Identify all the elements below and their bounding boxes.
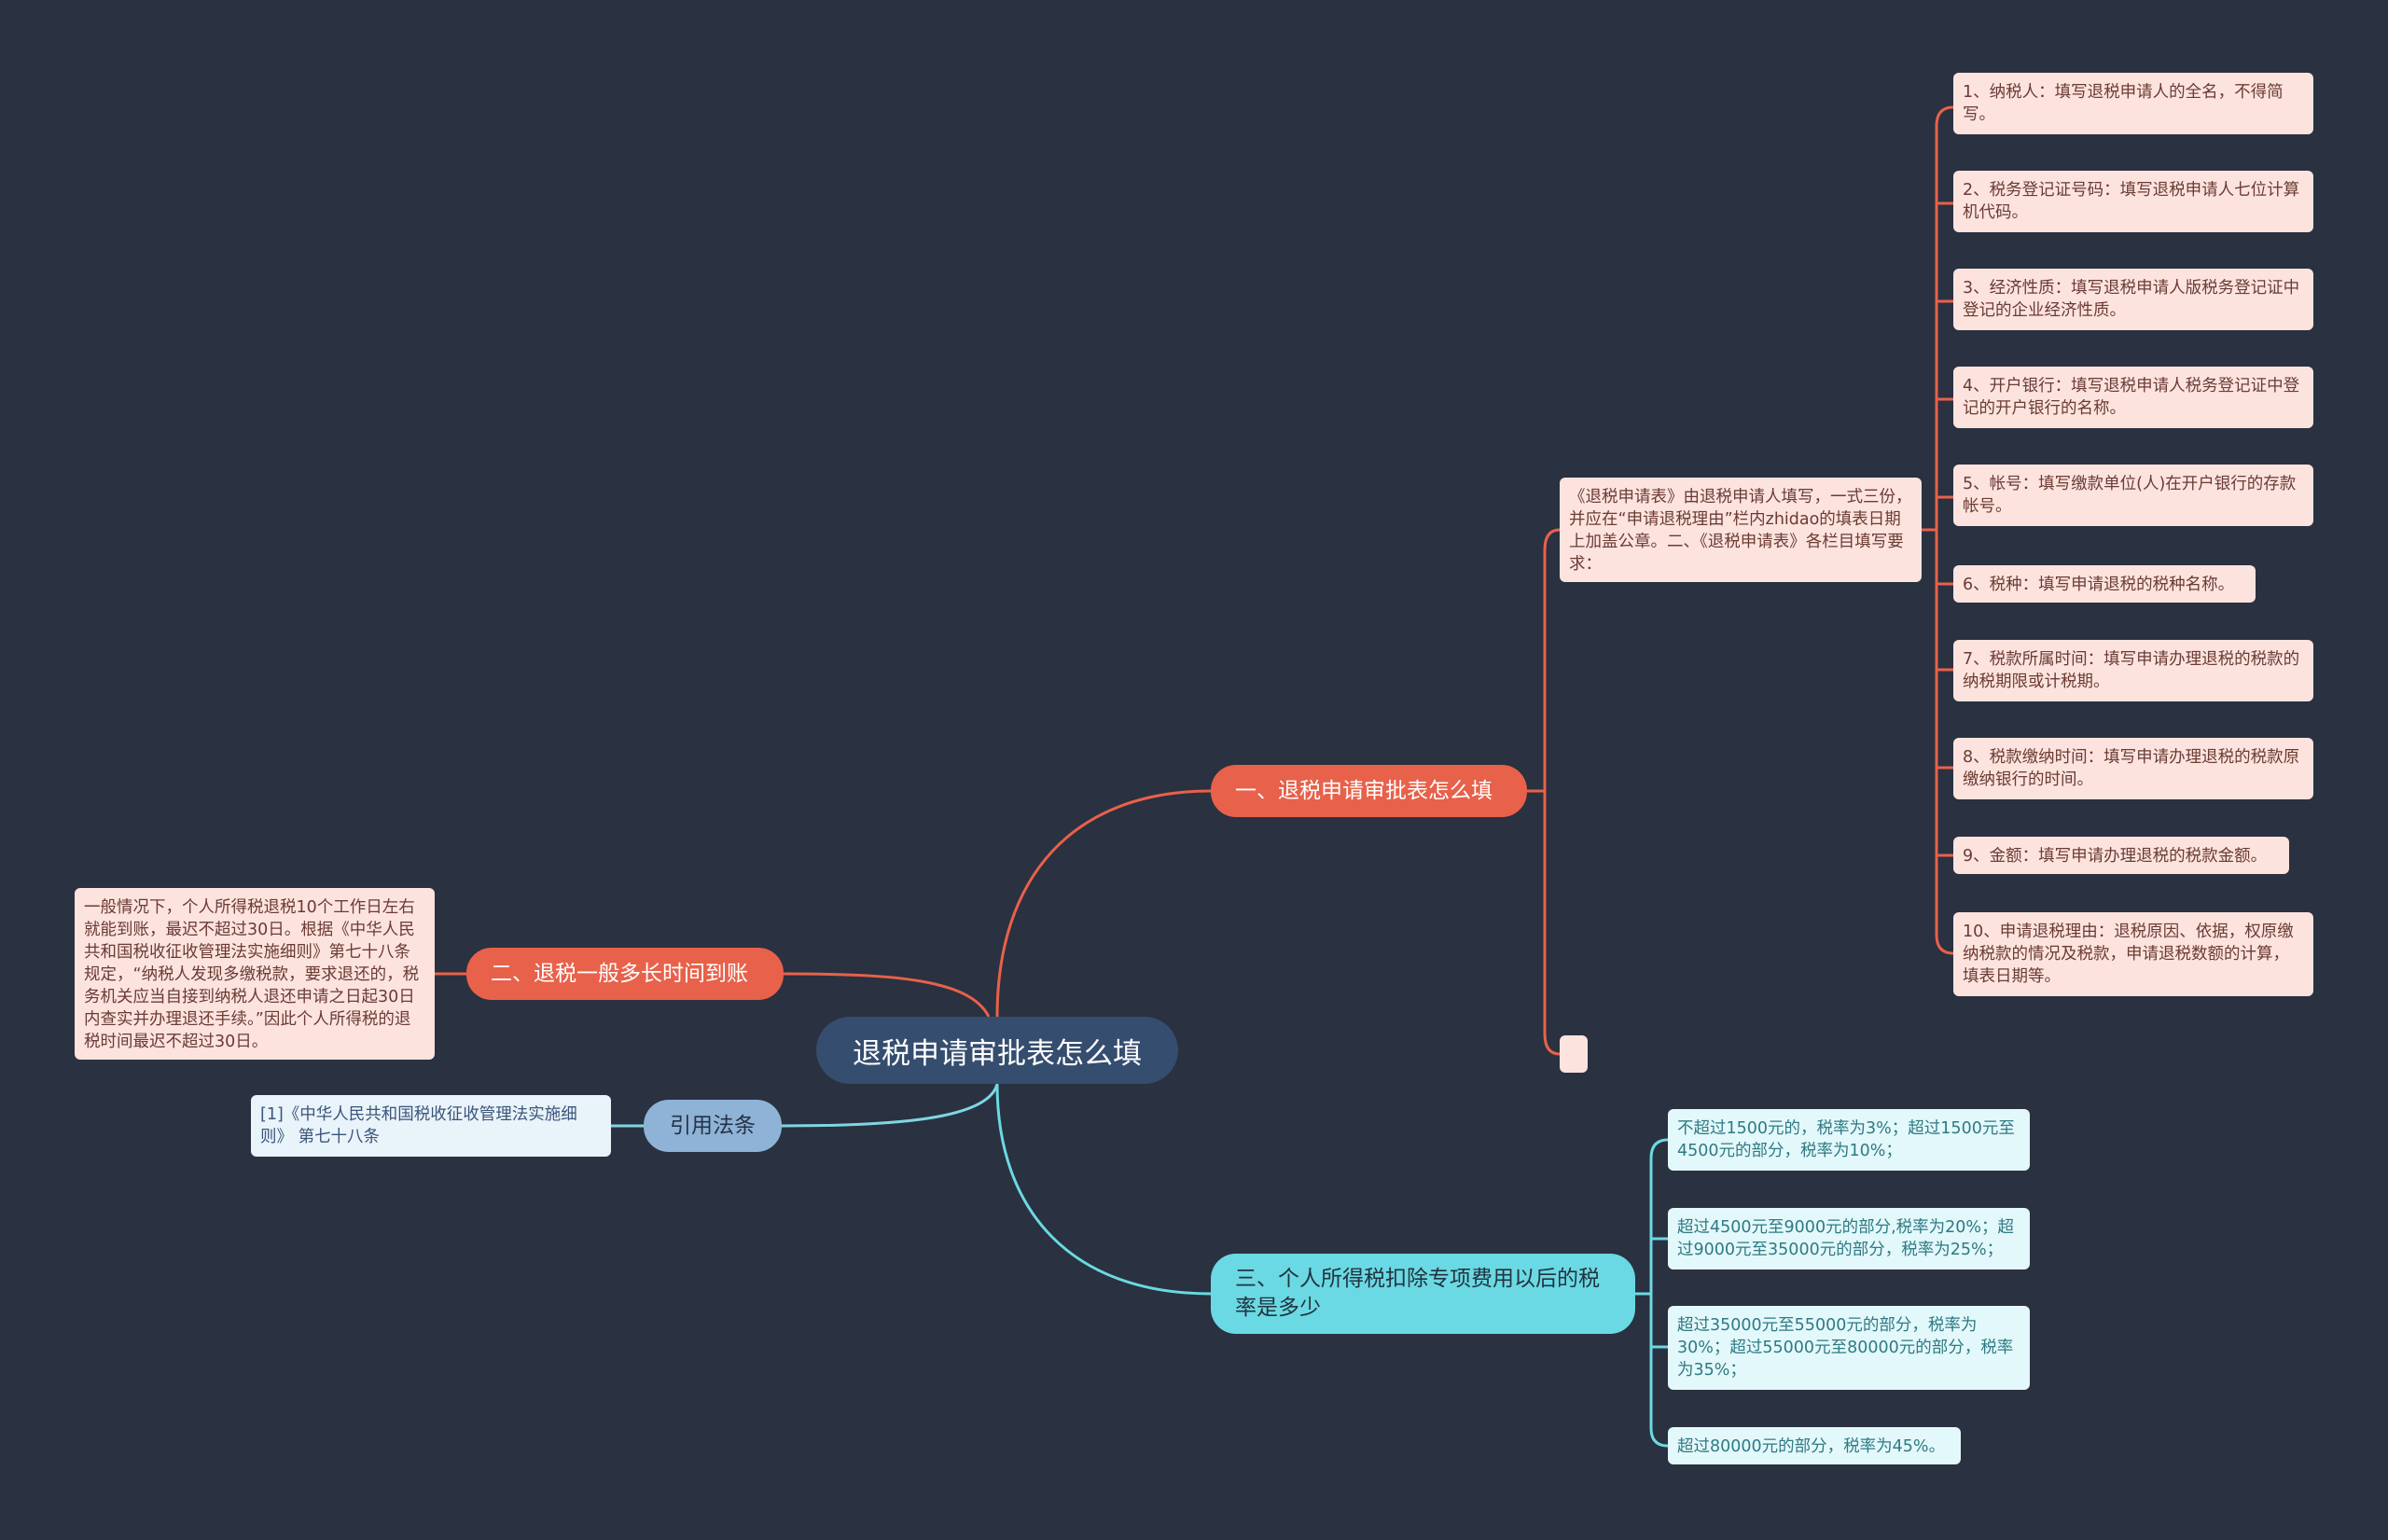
tax-rate-text: 超过80000元的部分，税率为45%。 <box>1677 1437 1946 1456</box>
link-item-1 <box>1935 105 1954 127</box>
field-item[interactable]: 9、金额：填写申请办理退税的税款金额。 <box>1953 837 2289 874</box>
field-item[interactable]: 8、税款缴纳时间：填写申请办理退税的税款原缴纳银行的时间。 <box>1953 738 2313 799</box>
refund-time-text: 一般情况下，个人所得税退税10个工作日左右就能到账，最迟不超过30日。根据《中华… <box>84 898 420 1051</box>
root-topic[interactable]: 退税申请审批表怎么填 <box>816 1017 1178 1084</box>
link-root-branch3 <box>781 1083 999 1128</box>
tax-rate-text: 超过4500元至9000元的部分,税率为20%；超过9000元至35000元的部… <box>1677 1218 2015 1259</box>
branch-tax-rate-label: 三、个人所得税扣除专项费用以后的税率是多少 <box>1235 1267 1600 1320</box>
branch-refund-time[interactable]: 二、退税一般多长时间到账 <box>466 948 784 1000</box>
field-item[interactable]: 1、纳税人：填写退税申请人的全名，不得简写。 <box>1953 73 2313 134</box>
field-item[interactable]: 4、开户银行：填写退税申请人税务登记证中登记的开户银行的名称。 <box>1953 367 2313 428</box>
link-root-branch4 <box>995 1083 1212 1296</box>
link-tax-4 <box>1649 1427 1669 1448</box>
tax-rate-item[interactable]: 超过4500元至9000元的部分,税率为20%；超过9000元至35000元的部… <box>1668 1208 2030 1269</box>
refund-time-card[interactable]: 一般情况下，个人所得税退税10个工作日左右就能到账，最迟不超过30日。根据《中华… <box>75 888 435 1060</box>
branch-how-to-fill-label: 一、退税申请审批表怎么填 <box>1235 778 1492 803</box>
field-item[interactable]: 10、申请退税理由：退税原因、依据，权原缴纳税款的情况及税款，申请退税数额的计算… <box>1953 912 2313 996</box>
tax-rate-item[interactable]: 不超过1500元的，税率为3%；超过1500元至4500元的部分，税率为10%； <box>1668 1109 2030 1171</box>
branch-refund-time-label: 二、退税一般多长时间到账 <box>491 961 748 986</box>
empty-topic[interactable] <box>1560 1035 1588 1073</box>
root-topic-label: 退税申请审批表怎么填 <box>853 1036 1142 1071</box>
field-item-text: 1、纳税人：填写退税申请人的全名，不得简写。 <box>1963 83 2284 124</box>
field-item[interactable]: 2、税务登记证号码：填写退税申请人七位计算机代码。 <box>1953 171 2313 232</box>
branch-cited-law[interactable]: 引用法条 <box>644 1100 782 1152</box>
field-item-text: 2、税务登记证号码：填写退税申请人七位计算机代码。 <box>1963 181 2300 222</box>
link-root-branch2 <box>783 972 991 1018</box>
description-text: 《退税申请表》由退税申请人填写，一式三份，并应在“申请退税理由”栏内zhidao… <box>1569 488 1912 574</box>
link-root-branch1 <box>995 789 1212 1018</box>
tax-rate-text: 超过35000元至55000元的部分，税率为30%；超过55000元至80000… <box>1677 1316 2014 1380</box>
tax-rate-item[interactable]: 超过35000元至55000元的部分，税率为30%；超过55000元至80000… <box>1668 1306 2030 1390</box>
tax-rate-item[interactable]: 超过80000元的部分，税率为45%。 <box>1668 1427 1961 1464</box>
branch-cited-law-label: 引用法条 <box>670 1113 756 1138</box>
link-item-10 <box>1935 934 1954 955</box>
cited-law-card[interactable]: [1]《中华人民共和国税收征收管理法实施细则》 第七十八条 <box>251 1095 611 1157</box>
field-item[interactable]: 7、税款所属时间：填写申请办理退税的税款的纳税期限或计税期。 <box>1953 640 2313 701</box>
branch-how-to-fill[interactable]: 一、退税申请审批表怎么填 <box>1211 765 1527 817</box>
field-item-text: 8、税款缴纳时间：填写申请办理退税的税款原缴纳银行的时间。 <box>1963 748 2300 789</box>
link-branch1-desc <box>1543 528 1561 791</box>
description-card[interactable]: 《退税申请表》由退税申请人填写，一式三份，并应在“申请退税理由”栏内zhidao… <box>1560 478 1922 582</box>
field-item[interactable]: 3、经济性质：填写退税申请人版税务登记证中登记的企业经济性质。 <box>1953 269 2313 330</box>
field-item-text: 7、税款所属时间：填写申请办理退税的税款的纳税期限或计税期。 <box>1963 650 2300 691</box>
field-item[interactable]: 5、帐号：填写缴款单位(人)在开户银行的存款帐号。 <box>1953 465 2313 526</box>
field-item-text: 6、税种：填写申请退税的税种名称。 <box>1963 576 2235 594</box>
field-item-text: 4、开户银行：填写退税申请人税务登记证中登记的开户银行的名称。 <box>1963 377 2300 418</box>
branch-tax-rate[interactable]: 三、个人所得税扣除专项费用以后的税率是多少 <box>1211 1254 1635 1334</box>
link-tax-1 <box>1649 1138 1669 1159</box>
field-item-text: 9、金额：填写申请办理退税的税款金额。 <box>1963 847 2268 866</box>
field-item-text: 10、申请退税理由：退税原因、依据，权原缴纳税款的情况及税款，申请退税数额的计算… <box>1963 923 2294 986</box>
tax-rate-text: 不超过1500元的，税率为3%；超过1500元至4500元的部分，税率为10%； <box>1677 1119 2015 1160</box>
link-branch1-empty <box>1543 791 1561 1056</box>
field-item-text: 5、帐号：填写缴款单位(人)在开户银行的存款帐号。 <box>1963 475 2297 516</box>
field-item[interactable]: 6、税种：填写申请退税的税种名称。 <box>1953 565 2256 603</box>
field-item-text: 3、经济性质：填写退税申请人版税务登记证中登记的企业经济性质。 <box>1963 279 2300 320</box>
cited-law-text: [1]《中华人民共和国税收征收管理法实施细则》 第七十八条 <box>260 1105 577 1146</box>
